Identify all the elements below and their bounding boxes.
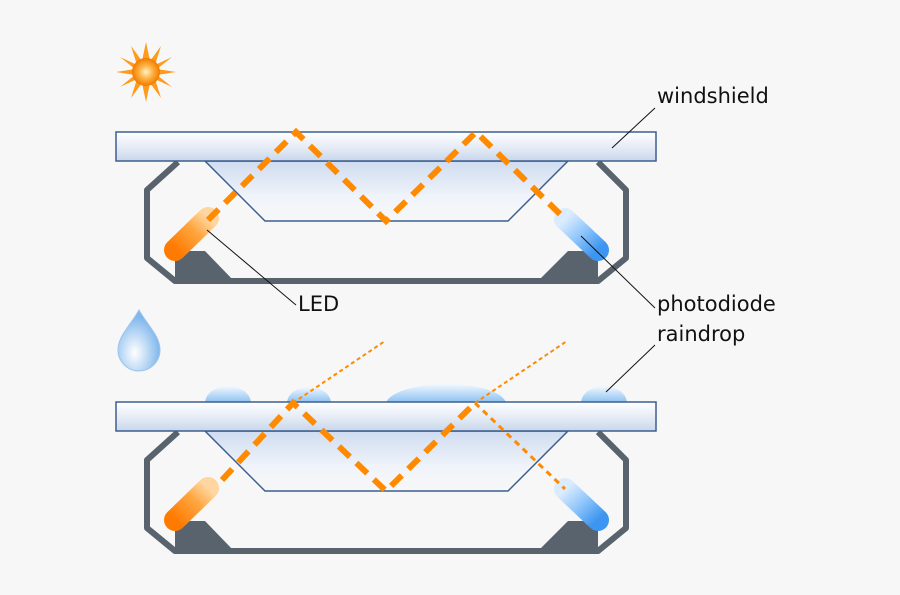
raindrop-icon	[117, 308, 161, 372]
led-mount	[175, 521, 234, 551]
photodiode	[554, 208, 609, 261]
led	[164, 477, 219, 531]
light-beam	[219, 398, 478, 496]
sun-icon	[116, 42, 176, 102]
label-photodiode: photodiode	[657, 292, 776, 316]
raindrop-on-glass	[581, 386, 627, 402]
raindrop-on-glass	[386, 384, 506, 402]
label-led: LED	[298, 292, 339, 316]
led	[164, 207, 219, 261]
photodiode	[554, 478, 609, 531]
led-mount	[175, 251, 234, 281]
leader-line-raindrop	[605, 344, 656, 393]
sensor-housing	[144, 429, 629, 554]
windshield	[115, 401, 657, 432]
light-beam-escaping	[474, 340, 568, 404]
leader-line-windshield	[611, 107, 656, 149]
leader-line-photodiode	[580, 235, 656, 309]
sensor-dry	[115, 127, 657, 284]
light-beam-attenuated	[473, 401, 567, 491]
light-beam-escaping	[292, 340, 386, 404]
leader-line-led	[206, 229, 297, 306]
label-raindrop: raindrop	[657, 322, 745, 346]
photodiode-mount	[538, 521, 598, 551]
raindrop-on-glass	[205, 386, 251, 402]
label-windshield: windshield	[657, 84, 769, 108]
sensor-housing	[144, 159, 629, 284]
sensor-wet	[115, 340, 657, 554]
raindrop-on-glass	[287, 387, 331, 402]
light-beam	[205, 127, 568, 226]
photodiode-mount	[538, 251, 598, 281]
windshield	[115, 131, 657, 162]
prism	[203, 160, 570, 222]
